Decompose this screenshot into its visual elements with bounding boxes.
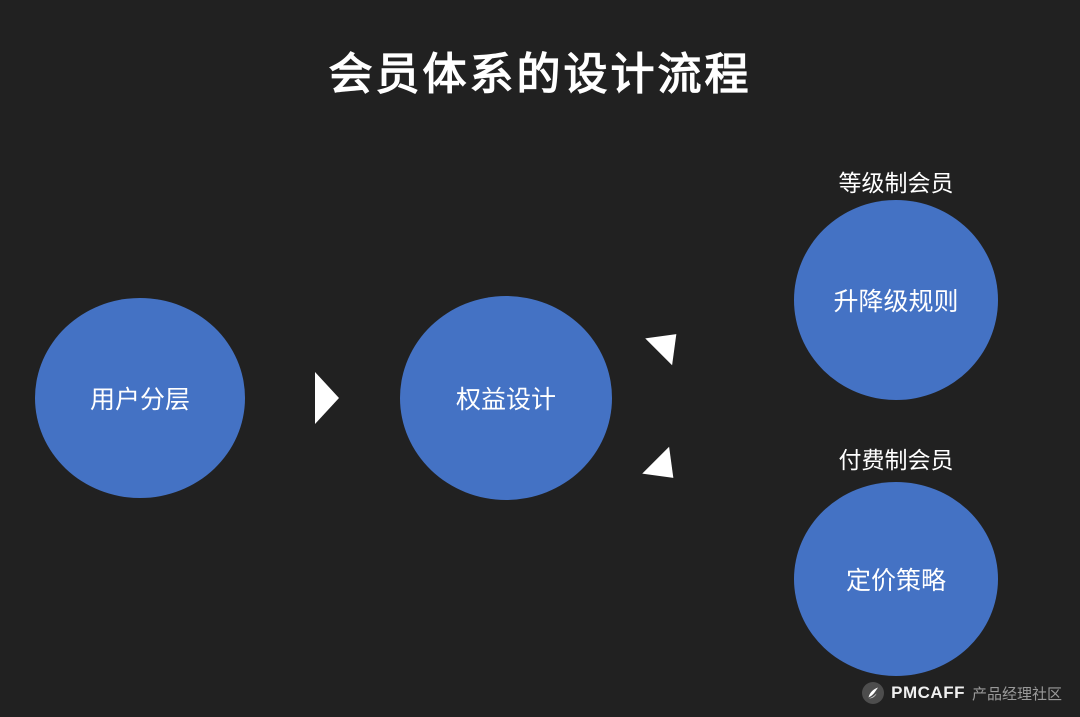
arrow-right-icon <box>315 372 339 424</box>
node-upgrade-downgrade-rules: 升降级规则 <box>794 200 998 400</box>
node-pricing-strategy-label: 定价策略 <box>845 567 946 595</box>
watermark-community: 产品经理社区 <box>971 685 1062 703</box>
watermark-brand: PMCAFF <box>891 683 965 702</box>
branch-label-paid-membership: 付费制会员 <box>838 447 954 473</box>
node-user-segmentation: 用户分层 <box>35 298 245 498</box>
node-pricing-strategy: 定价策略 <box>794 482 998 676</box>
node-benefit-design: 权益设计 <box>400 296 612 500</box>
node-user-segmentation-label: 用户分层 <box>89 386 190 414</box>
slide-title: 会员体系的设计流程 <box>328 50 752 99</box>
arrow-down-right-icon <box>642 446 687 492</box>
branch-label-tiered-membership: 等级制会员 <box>838 170 954 196</box>
watermark: PMCAFF 产品经理社区 <box>862 682 1062 704</box>
node-benefit-design-label: 权益设计 <box>455 386 556 414</box>
arrow-up-right-icon <box>645 320 690 366</box>
pmcaff-logo-icon <box>862 682 885 704</box>
node-upgrade-downgrade-rules-label: 升降级规则 <box>833 288 959 316</box>
